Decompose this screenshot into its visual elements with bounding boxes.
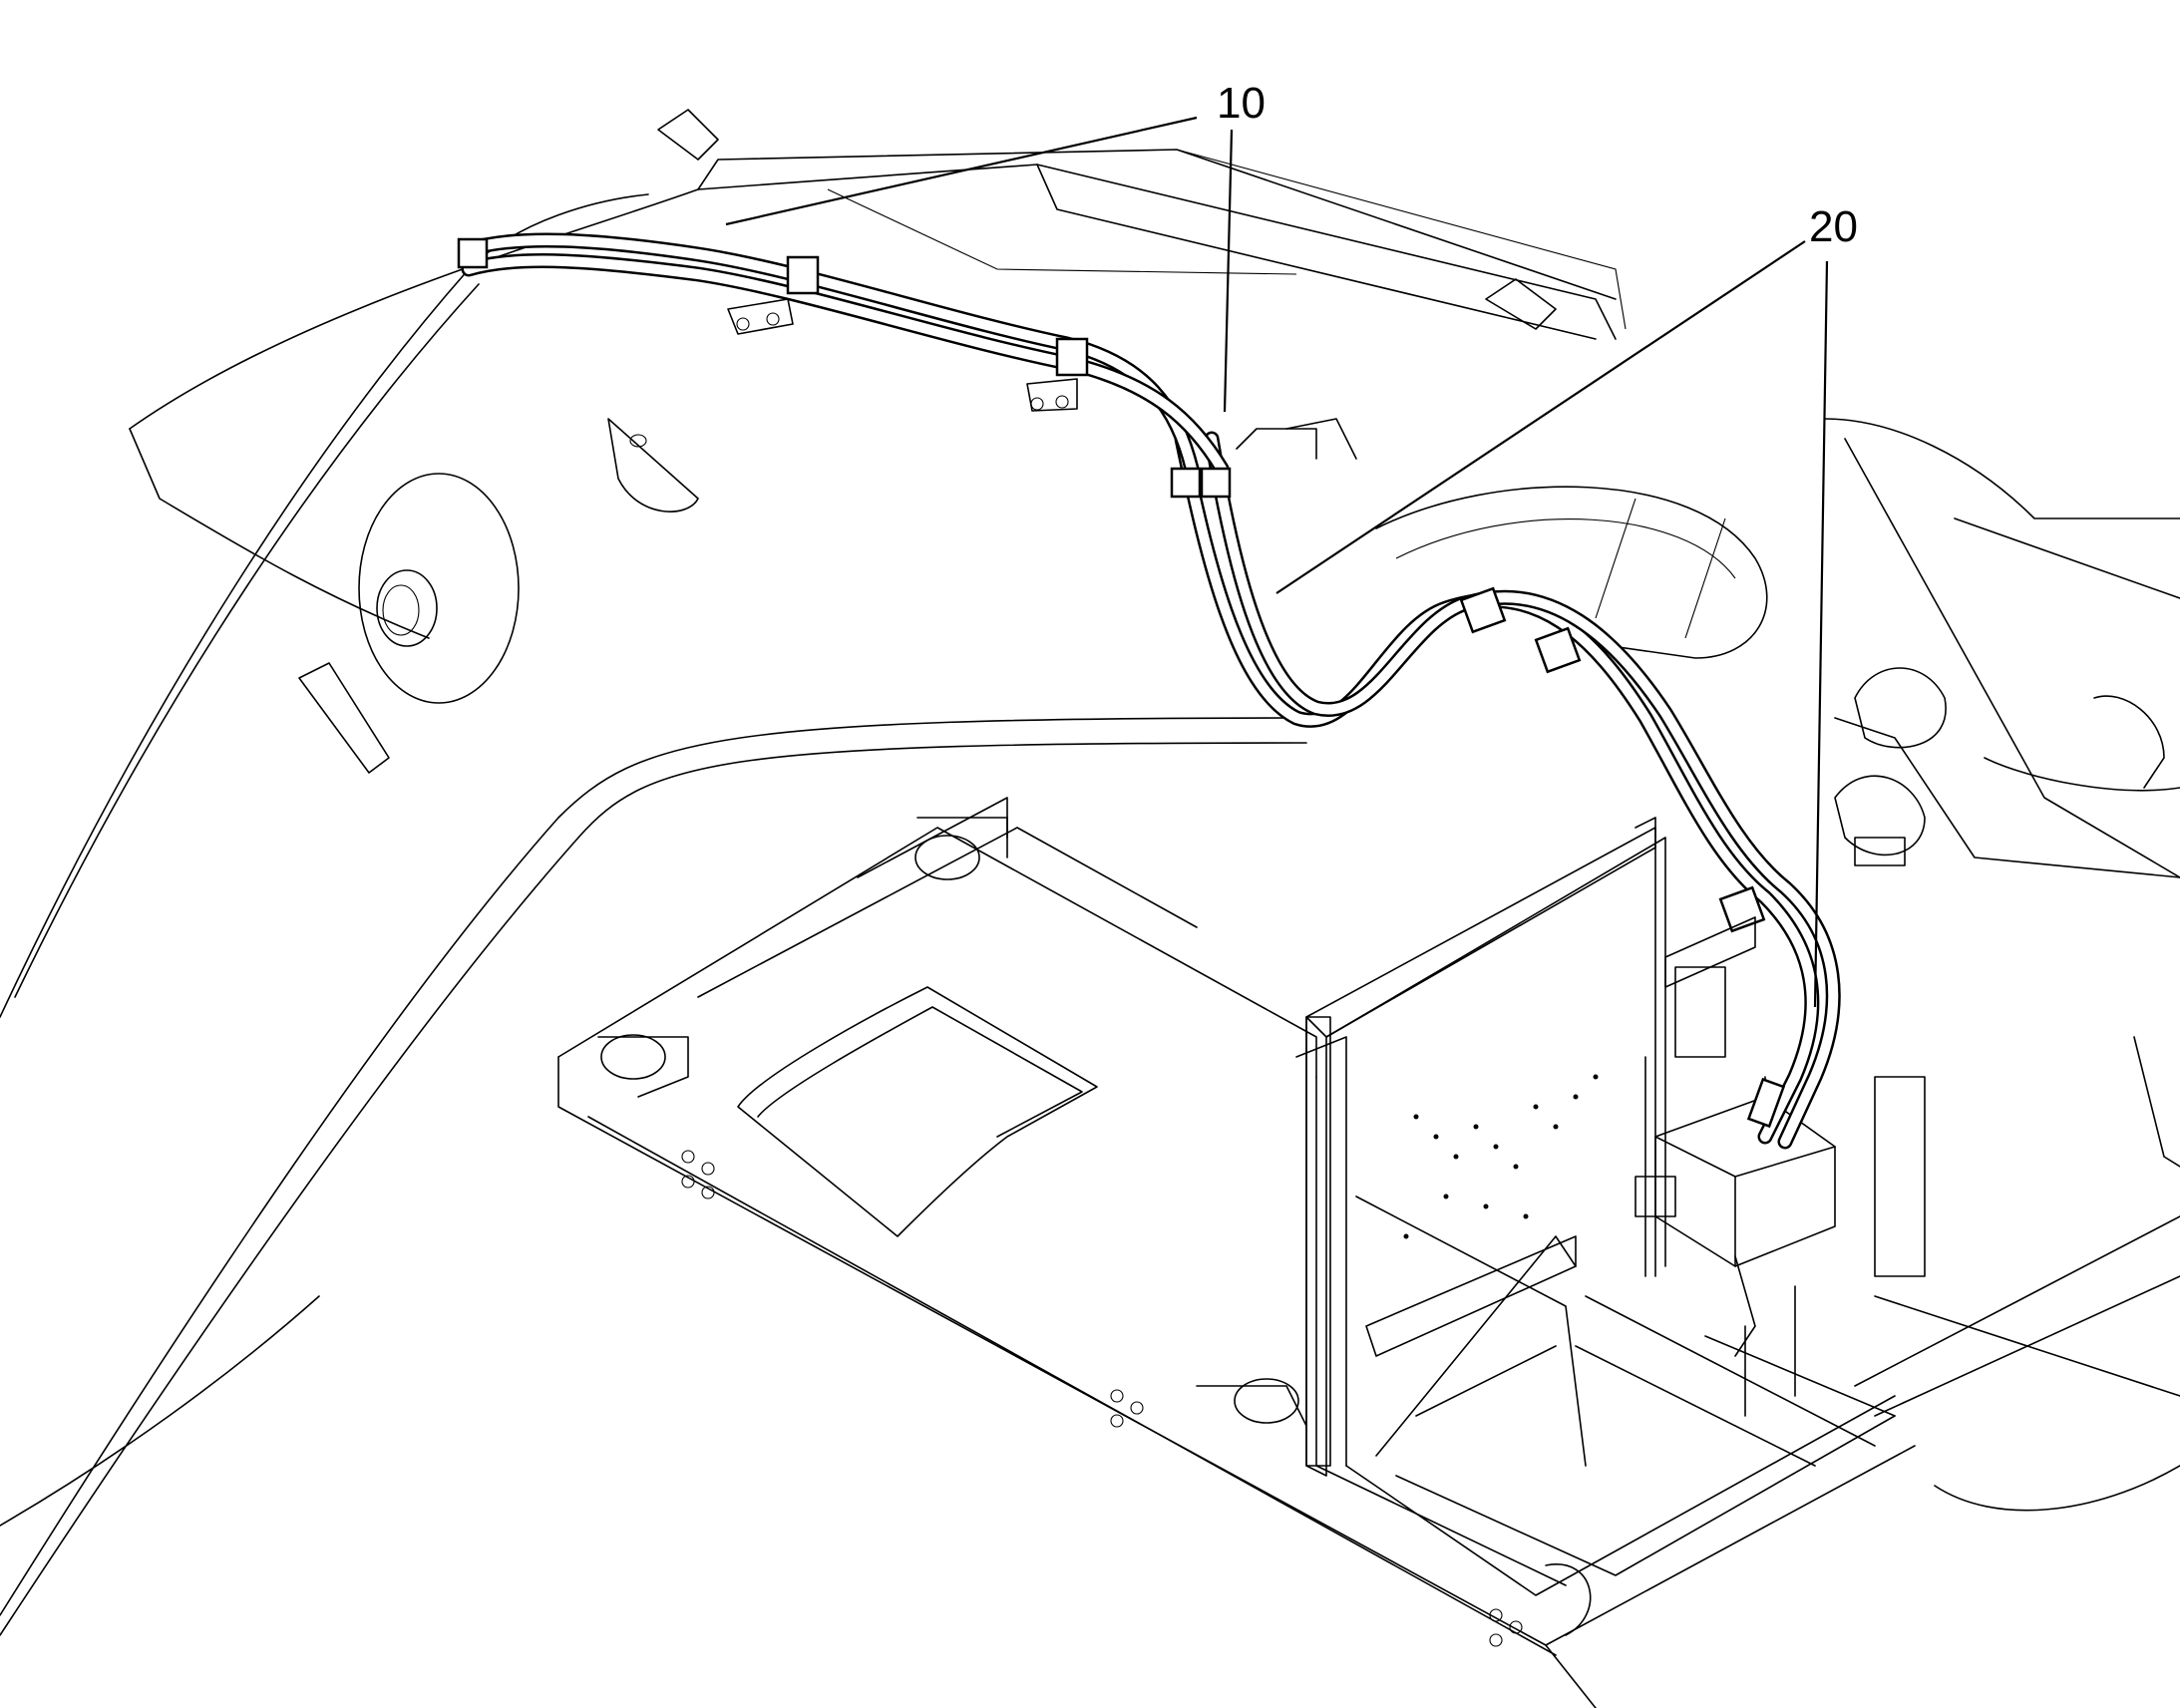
boom-structure	[0, 109, 1768, 1636]
panel-holes	[1403, 1074, 1599, 1239]
leader-line-10b	[1223, 129, 1234, 413]
callout-20-group: 20	[1275, 202, 1858, 1008]
pipe-pair-10	[457, 232, 1317, 499]
leader-line-20b	[1813, 260, 1829, 1008]
callout-10-group: 10	[725, 79, 1266, 413]
swing-frame-right	[1824, 418, 2180, 1512]
frame-bolt-holes	[681, 1150, 1523, 1647]
leader-line-10a	[725, 116, 1198, 226]
callout-label-20: 20	[1809, 202, 1858, 251]
main-frame	[557, 797, 1916, 1708]
valve-block	[1635, 966, 1926, 1357]
hose-pair-20	[1174, 431, 1841, 1150]
leader-line-20a	[1275, 240, 1806, 594]
upright-panel	[1305, 817, 1656, 1477]
callout-label-10: 10	[1217, 79, 1266, 128]
